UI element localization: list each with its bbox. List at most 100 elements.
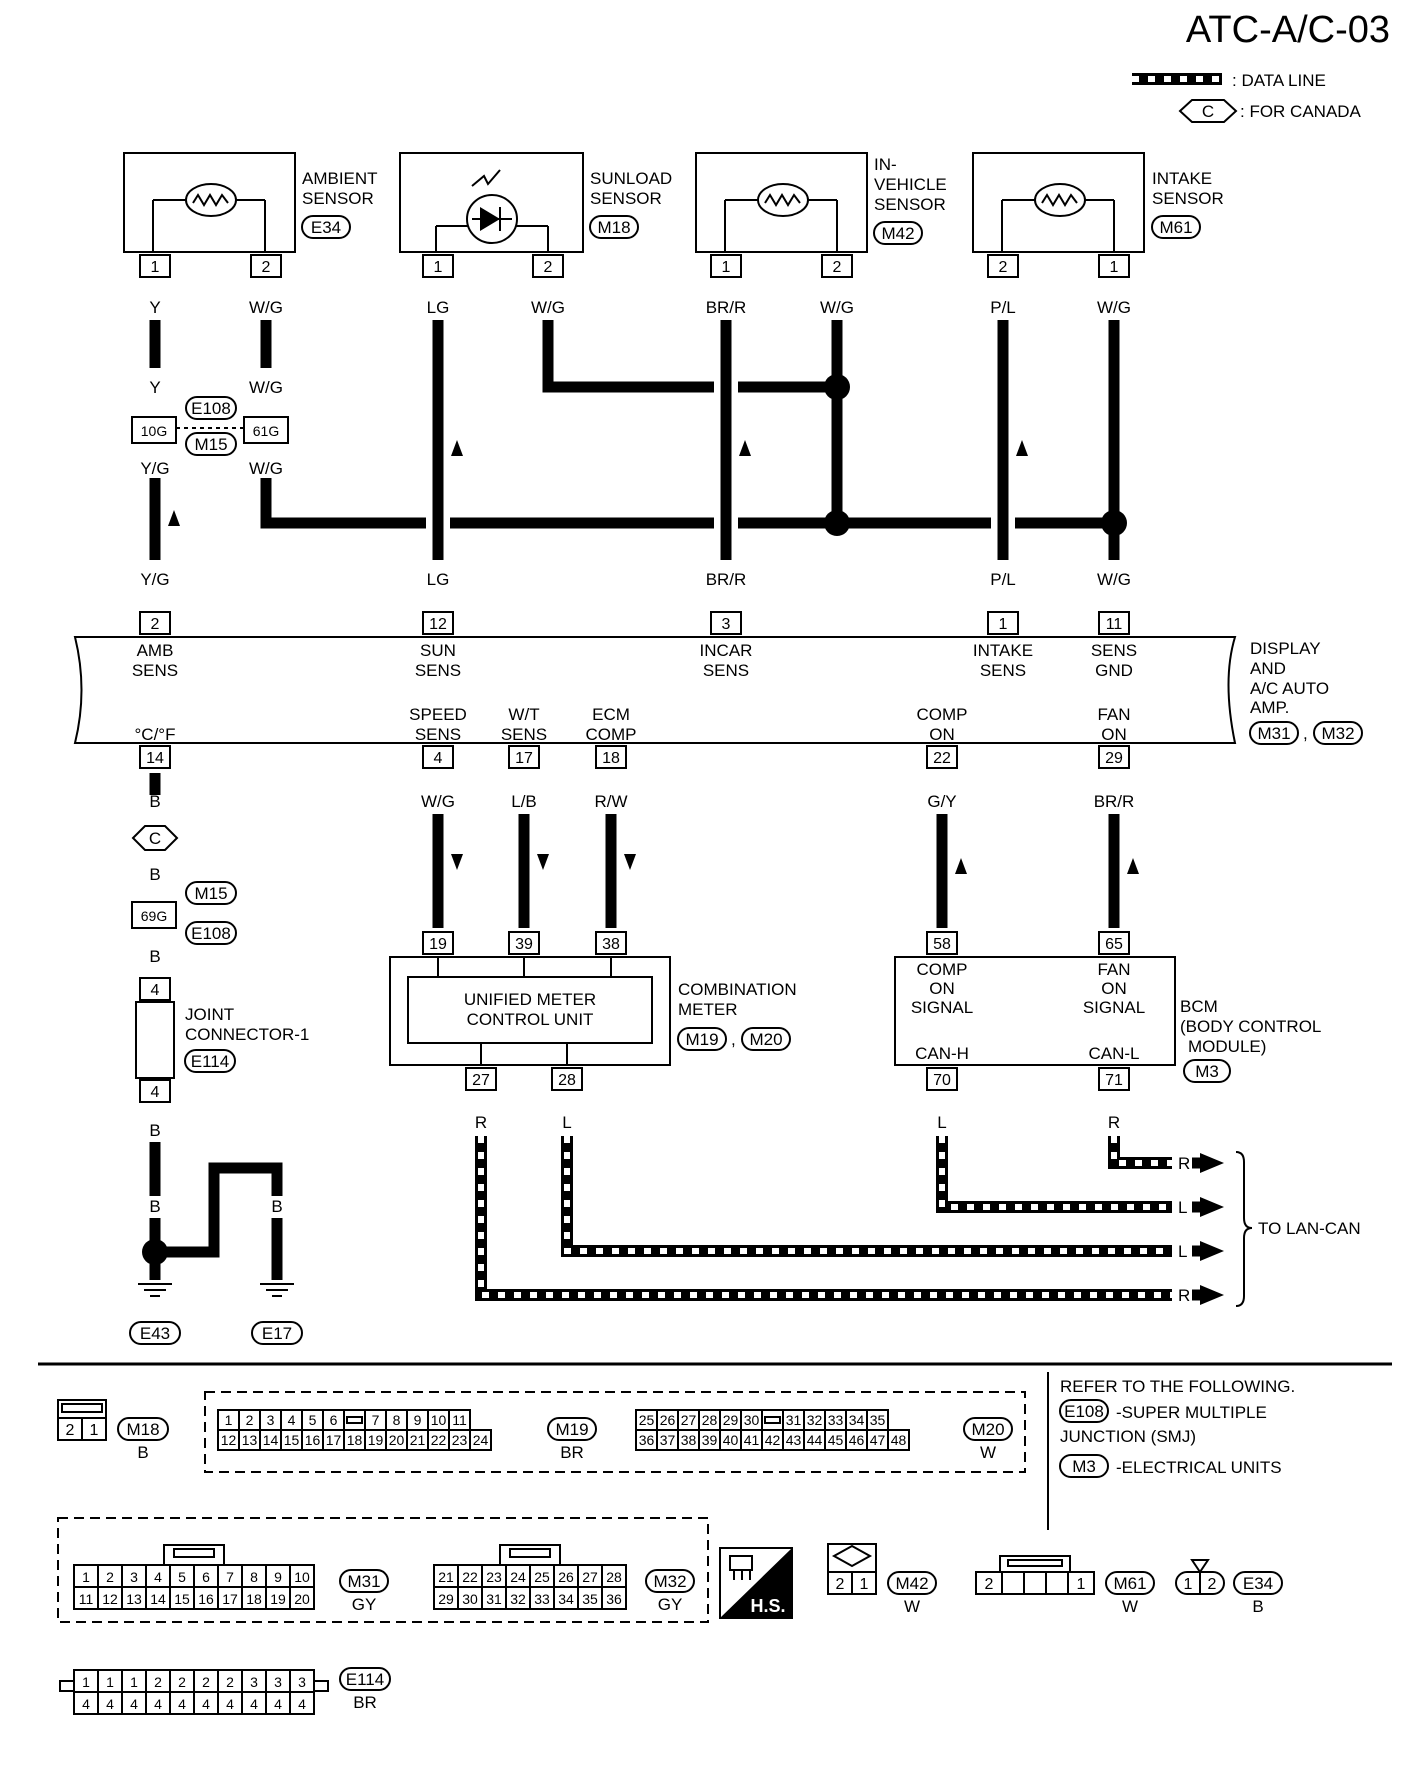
cavity-number: 2: [202, 1674, 210, 1690]
svg-text:M18: M18: [597, 218, 630, 237]
svg-text:BR: BR: [353, 1693, 377, 1712]
cavity-number: 8: [393, 1412, 401, 1428]
bcm: COMP ON SIGNAL FAN ON SIGNAL CAN-H CAN-L…: [894, 956, 1321, 1132]
cavity-number: 30: [744, 1412, 760, 1428]
cavity-number: 21: [410, 1432, 426, 1448]
cavity-number: 2: [106, 1569, 114, 1585]
svg-text:CONNECTOR-1: CONNECTOR-1: [185, 1025, 309, 1044]
svg-text:70: 70: [933, 1072, 951, 1089]
svg-text:SENSOR: SENSOR: [1152, 189, 1224, 208]
svg-text:12: 12: [429, 616, 447, 633]
svg-text:SUNLOAD: SUNLOAD: [590, 169, 672, 188]
cavity-number: 23: [486, 1569, 502, 1585]
cavity-number: 46: [849, 1432, 865, 1448]
svg-text:SIGNAL: SIGNAL: [911, 998, 973, 1017]
svg-text:M42: M42: [895, 1574, 928, 1593]
svg-text:°C/°F: °C/°F: [135, 725, 176, 744]
svg-text:L: L: [1178, 1198, 1187, 1217]
cavity-number: 4: [250, 1696, 258, 1712]
svg-text:B: B: [149, 1121, 160, 1140]
svg-text:VEHICLE: VEHICLE: [874, 175, 947, 194]
svg-text:BR/R: BR/R: [706, 298, 747, 317]
svg-text:38: 38: [602, 936, 620, 953]
cavity-number: 12: [221, 1432, 237, 1448]
cavity-number: 1: [82, 1569, 90, 1585]
svg-text:W: W: [980, 1443, 996, 1462]
lower-left-wiring: B C B 69G M15 E108 B 4 4 JOINT CONNECTOR…: [129, 773, 309, 1345]
svg-text:GY: GY: [352, 1595, 377, 1614]
svg-text:E108: E108: [1064, 1402, 1104, 1421]
svg-text:SENS: SENS: [980, 661, 1026, 680]
svg-text:IN-: IN-: [874, 155, 897, 174]
cavity-number: 4: [288, 1412, 296, 1428]
cavity-number: 5: [309, 1412, 317, 1428]
svg-text:CAN-L: CAN-L: [1088, 1044, 1139, 1063]
svg-text:SENS: SENS: [703, 661, 749, 680]
svg-text:SENS: SENS: [1091, 641, 1137, 660]
svg-text:W/G: W/G: [1097, 570, 1131, 589]
svg-text:SENS: SENS: [415, 661, 461, 680]
svg-text:CONTROL UNIT: CONTROL UNIT: [467, 1010, 594, 1029]
svg-text:B: B: [137, 1443, 148, 1462]
cavity-number: 26: [558, 1569, 574, 1585]
cavity-number: 35: [582, 1591, 598, 1607]
svg-text:,: ,: [731, 1030, 736, 1049]
svg-text:B: B: [149, 1197, 160, 1216]
svg-text:69G: 69G: [141, 908, 167, 924]
svg-text:B: B: [149, 947, 160, 966]
cavity-number: 5: [178, 1569, 186, 1585]
svg-text:E114: E114: [191, 1052, 229, 1071]
svg-text:M32: M32: [653, 1572, 686, 1591]
ground-e43: E43: [129, 1283, 181, 1345]
cavity-number: 3: [298, 1674, 306, 1690]
cavity-number: 25: [639, 1412, 655, 1428]
cavity-number: 13: [242, 1432, 258, 1448]
cavity-number: 4: [154, 1696, 162, 1712]
svg-text:1: 1: [90, 1422, 99, 1439]
svg-text:SENS: SENS: [132, 661, 178, 680]
harness-side-icon: H.S.: [719, 1547, 793, 1619]
svg-text:COMP: COMP: [586, 725, 637, 744]
cavity-number: 3: [250, 1674, 258, 1690]
svg-text:1: 1: [1184, 1576, 1193, 1593]
cavity-number: 18: [347, 1432, 363, 1448]
cavity-number: 9: [274, 1569, 282, 1585]
svg-text:Y/G: Y/G: [140, 570, 169, 589]
amp-top-pins: 2 12 3 1 11: [139, 611, 1130, 635]
cavity-number: 2: [246, 1412, 254, 1428]
svg-text:C: C: [1202, 102, 1214, 121]
svg-text:4: 4: [151, 982, 160, 999]
cavity-number: 31: [786, 1412, 802, 1428]
svg-text:JOINT: JOINT: [185, 1005, 234, 1024]
svg-text:2: 2: [544, 259, 553, 276]
svg-text:ON: ON: [1101, 725, 1127, 744]
svg-text:BCM: BCM: [1180, 997, 1218, 1016]
amp-upper-wire-colors: Y/G LG BR/R P/L W/G: [140, 570, 1131, 589]
cavity-number: 12: [102, 1591, 118, 1607]
smj-connector: Y W/G 10G 61G E108 M15 Y/G W/G: [131, 378, 289, 478]
svg-text:INTAKE: INTAKE: [973, 641, 1033, 660]
cavity-number: 9: [414, 1412, 422, 1428]
svg-text:ECM: ECM: [592, 705, 630, 724]
svg-text:27: 27: [472, 1072, 490, 1089]
svg-text:M31: M31: [1257, 724, 1290, 743]
cavity-number: 15: [174, 1591, 190, 1607]
cavity-number: 6: [202, 1569, 210, 1585]
cavity-number: 48: [891, 1432, 907, 1448]
svg-text:SENSOR: SENSOR: [302, 189, 374, 208]
svg-text:4: 4: [151, 1084, 160, 1101]
svg-text:M3: M3: [1072, 1457, 1096, 1476]
cavity-number: 43: [786, 1432, 802, 1448]
connector-cavity: [289, 1691, 315, 1715]
cavity-number: 3: [274, 1674, 282, 1690]
svg-text:39: 39: [515, 936, 533, 953]
svg-text:SENS: SENS: [501, 725, 547, 744]
svg-text:E17: E17: [262, 1324, 292, 1343]
cavity-number: 29: [438, 1591, 454, 1607]
cavity-number: 4: [298, 1696, 306, 1712]
svg-text:INTAKE: INTAKE: [1152, 169, 1212, 188]
sensor-pins: 1 2 1 2 1 2 2 1: [139, 254, 1130, 278]
svg-text:A/C AUTO: A/C AUTO: [1250, 679, 1329, 698]
svg-text:71: 71: [1105, 1072, 1123, 1089]
svg-text:W/G: W/G: [820, 298, 854, 317]
